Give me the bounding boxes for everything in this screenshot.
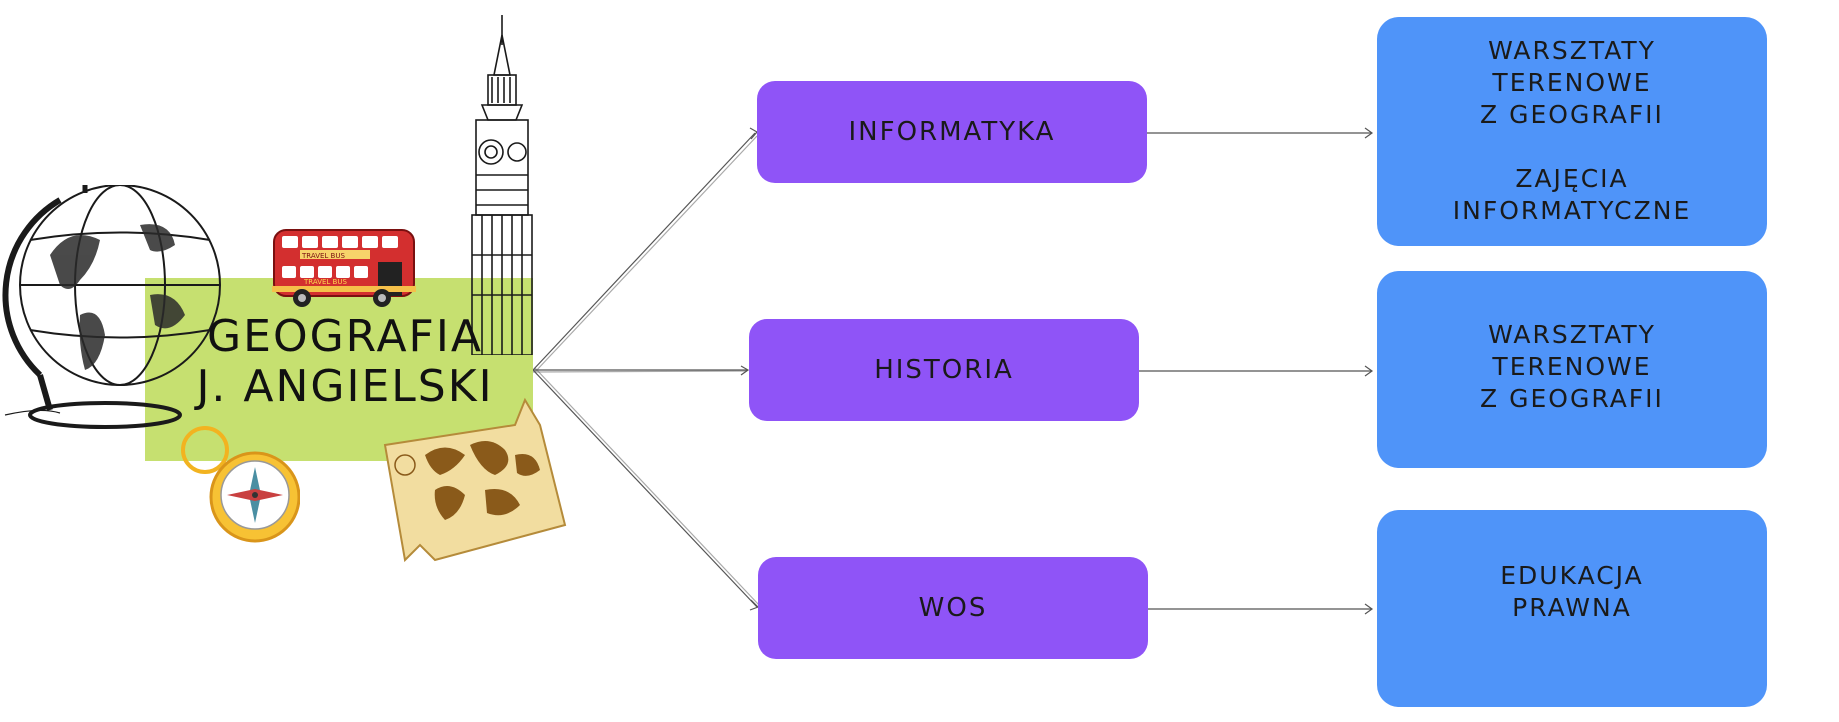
activity-node-informatyka: WARSZTATY TERENOWE Z GEOGRAFII ZAJĘCIA I… [1377,17,1767,246]
double-decker-bus-icon: TRAVEL BUS TRAVEL BUS [272,229,416,307]
activity-line: Z GEOGRAFII [1480,384,1664,413]
activity-node-wos: EDUKACJA PRAWNA [1377,510,1767,707]
root-line-2: J. ANGIELSKI [196,361,494,412]
subject-label: WOS [918,593,988,623]
activity-line: ZAJĘCIA [1515,164,1629,193]
treasure-map-icon [383,397,567,563]
root-line-1: GEOGRAFIA [207,311,483,362]
connector-root-wos [532,369,758,608]
activity-line: INFORMATYCZNE [1452,196,1692,225]
activity-line: PRAWNA [1512,593,1632,622]
subject-node-informatyka: INFORMATYKA [757,81,1147,183]
activity-line: EDUKACJA [1500,561,1644,590]
bus-sign: TRAVEL BUS [301,252,345,260]
bus-side-text: TRAVEL BUS [303,278,347,286]
connector-root-informatyka [532,132,756,371]
subject-label: INFORMATYKA [848,117,1056,147]
activity-line: TERENOWE [1492,68,1652,97]
activity-node-historia: WARSZTATY TERENOWE Z GEOGRAFII [1377,271,1767,468]
activity-line: TERENOWE [1492,352,1652,381]
subject-node-wos: WOS [758,557,1148,659]
root-node-label: GEOGRAFIA J. ANGIELSKI [175,312,515,412]
activity-line: WARSZTATY [1488,36,1656,65]
activity-line: WARSZTATY [1488,320,1656,349]
activity-line: Z GEOGRAFII [1480,100,1664,129]
globe-icon [2,185,221,429]
big-ben-icon [471,15,533,355]
compass-icon [181,426,300,543]
subject-label: HISTORIA [874,355,1014,385]
subject-node-historia: HISTORIA [749,319,1139,421]
